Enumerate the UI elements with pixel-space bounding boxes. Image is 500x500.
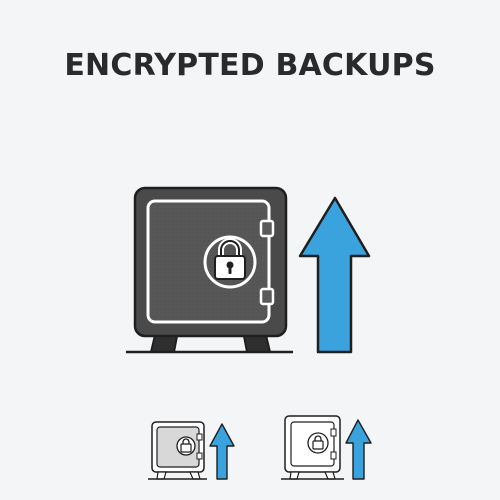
safe-hinge-bottom xyxy=(259,287,275,306)
lock-icon xyxy=(214,238,246,280)
safe-arrow-variant-filled xyxy=(148,421,235,480)
page-title: ENCRYPTED BACKUPS xyxy=(64,48,436,83)
safe-hinge-top xyxy=(259,219,275,238)
safe-icon xyxy=(133,186,288,353)
safe-arrow-variant-outline xyxy=(281,415,372,480)
arrow-up-icon xyxy=(298,196,371,354)
